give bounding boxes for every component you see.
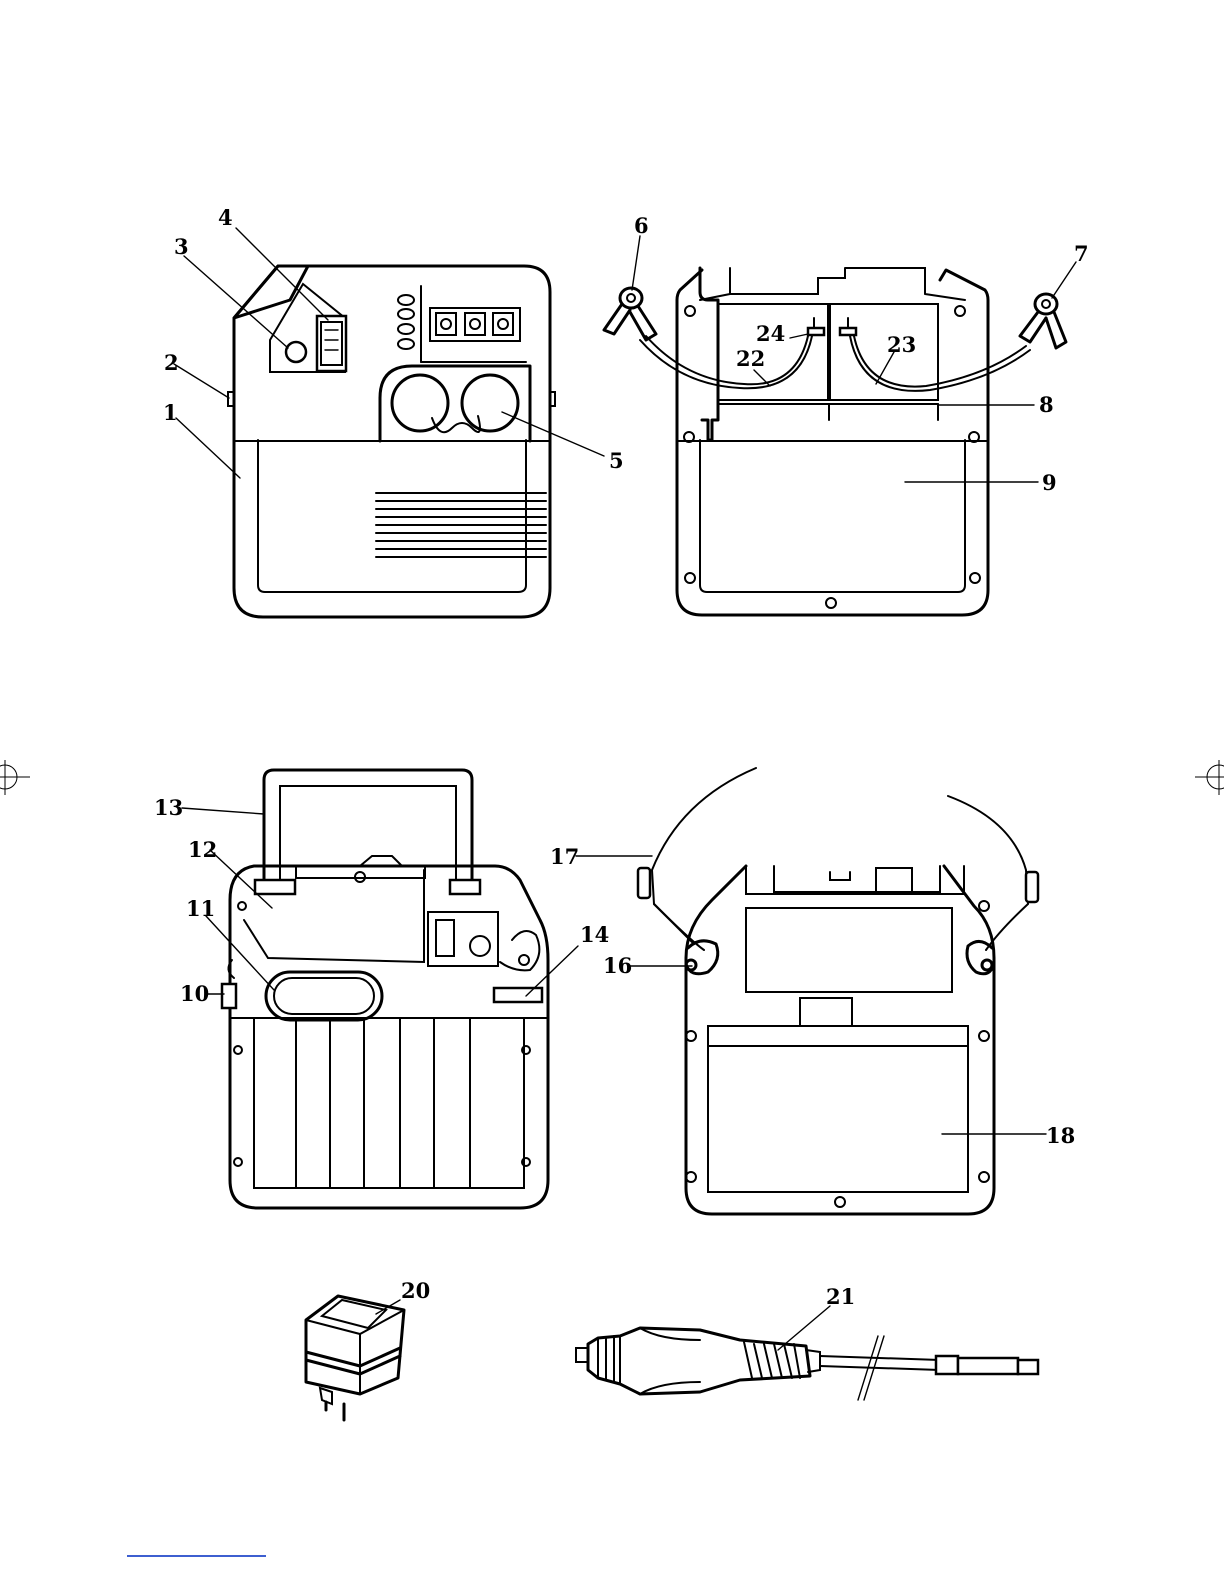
label-23: 23 — [887, 332, 916, 357]
label-9: 9 — [1042, 470, 1057, 495]
shoulder-strap-icon — [638, 768, 1038, 950]
cup-holders-icon — [380, 366, 530, 441]
label-21: 21 — [826, 1284, 855, 1309]
registration-mark-left — [0, 760, 30, 795]
side-view-unit — [222, 770, 548, 1208]
label-24: 24 — [756, 321, 785, 346]
label-14: 14 — [580, 922, 609, 947]
label-12: 12 — [188, 837, 217, 862]
cables-icon — [640, 336, 1030, 391]
label-18: 18 — [1046, 1123, 1075, 1148]
label-11: 11 — [186, 896, 215, 921]
ac-adapter-icon — [306, 1296, 404, 1420]
power-button-icon — [286, 342, 306, 362]
indicator-leds-icon — [398, 295, 414, 349]
label-20: 20 — [401, 1278, 430, 1303]
registration-mark-right — [1195, 760, 1224, 795]
front-view-unit — [228, 266, 555, 617]
clamp-left-icon — [604, 288, 656, 340]
back-view-unit — [638, 768, 1038, 1214]
label-8: 8 — [1039, 392, 1054, 417]
label-2: 2 — [164, 350, 179, 375]
clamp-right-icon — [1020, 294, 1066, 348]
label-16: 16 — [603, 953, 632, 978]
label-7: 7 — [1074, 241, 1089, 266]
part-labels: 4 3 2 1 5 6 7 24 22 23 8 9 13 12 11 10 1… — [154, 205, 1089, 1309]
side-grip-icon — [266, 972, 382, 1020]
socket-outlets-icon — [430, 308, 520, 341]
label-10: 10 — [180, 981, 209, 1006]
label-1: 1 — [163, 400, 178, 425]
label-3: 3 — [174, 234, 189, 259]
label-13: 13 — [154, 795, 183, 820]
bottom-rule — [127, 1555, 266, 1557]
cable-plugs-icon — [808, 318, 856, 335]
label-6: 6 — [634, 213, 649, 238]
rear-view-unit — [604, 268, 1066, 615]
leader-lines — [174, 228, 1076, 1350]
label-5: 5 — [609, 448, 624, 473]
label-17: 17 — [550, 844, 579, 869]
car-lighter-cable-icon — [576, 1328, 1038, 1400]
digital-display-icon — [317, 316, 346, 371]
label-4: 4 — [218, 205, 233, 230]
vent-grille-icon — [376, 493, 546, 557]
label-22: 22 — [736, 346, 765, 371]
